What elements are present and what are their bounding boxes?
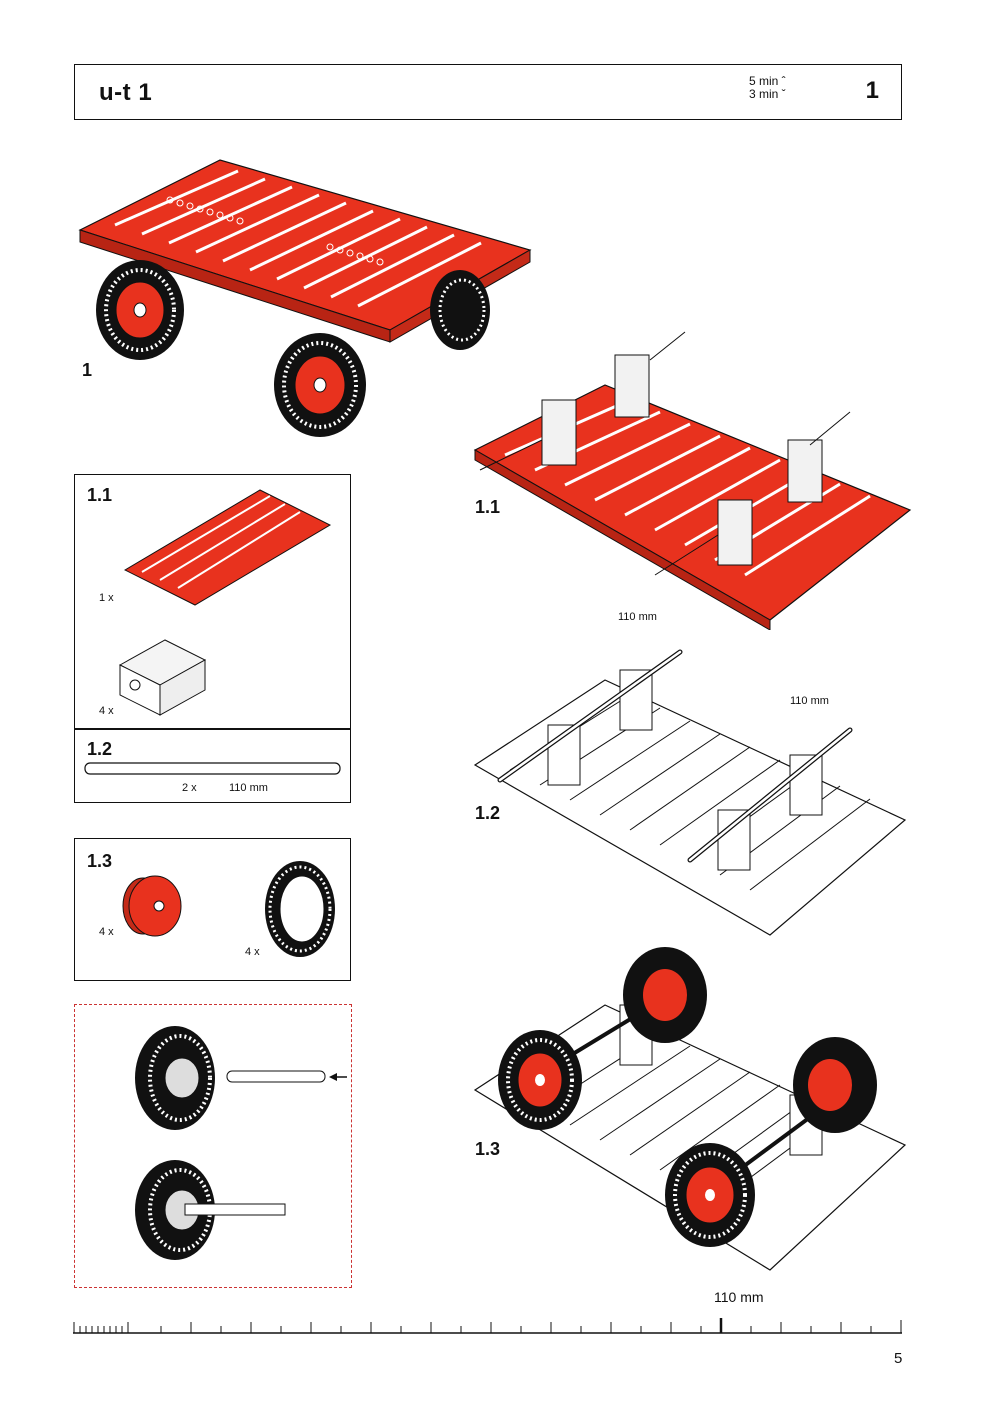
axle1-length: 110 mm (618, 611, 657, 623)
block-part (118, 639, 207, 716)
build-times: 5 min ˆ 3 min ˇ (749, 75, 786, 101)
axle-part (84, 762, 341, 775)
model-title: u-t 1 (99, 79, 153, 106)
time-down: 3 min ˇ (749, 87, 786, 101)
model-number: 1 (865, 77, 879, 104)
step-1-2-label: 1.2 (475, 803, 501, 823)
axle-part-length: 110 mm (229, 782, 268, 794)
measurement-ruler (73, 1318, 902, 1334)
mounting-detail-box (74, 1004, 352, 1288)
step-1-2-illustration (473, 649, 907, 936)
step-1-1-illustration (473, 331, 912, 630)
parts-1-1-label: 1.1 (87, 485, 113, 505)
tire-part (265, 861, 335, 957)
parts-1-2-label: 1.2 (87, 739, 113, 759)
wheel-2 (498, 1030, 582, 1130)
axle-qty: 2 x (182, 782, 197, 794)
parts-1-3-label: 1.3 (87, 851, 113, 871)
step-1-label: 1 (82, 360, 93, 380)
mounting-diagram (135, 1026, 347, 1260)
hub-qty: 4 x (99, 926, 114, 938)
axle2-length: 110 mm (790, 695, 829, 707)
wheel-4 (665, 1143, 755, 1247)
wheel-1 (623, 947, 707, 1043)
block-qty: 4 x (99, 705, 114, 717)
wheel-mount-before (135, 1026, 215, 1130)
step-1-3-label: 1.3 (475, 1139, 501, 1159)
base-plate-part (123, 489, 332, 606)
base-qty: 1 x (99, 592, 114, 604)
wheel-3 (793, 1037, 877, 1133)
cart-illustration (78, 159, 532, 437)
axle3-length: 110 mm (714, 1289, 764, 1305)
hub-part (122, 875, 182, 937)
parts-box-1-1: 1.1 1 x 4 x (74, 474, 351, 730)
tire-qty: 4 x (245, 946, 260, 958)
step-1-1-label: 1.1 (475, 497, 501, 517)
step-1-3-illustration (473, 947, 907, 1271)
time-up: 5 min ˆ (749, 74, 786, 88)
header-bar: u-t 1 5 min ˆ 3 min ˇ 1 (74, 64, 902, 120)
page-number: 5 (894, 1350, 903, 1367)
platform (78, 159, 532, 343)
wheel-rear-left (96, 260, 184, 360)
wheel-front (274, 333, 366, 437)
wheel-rear-right (430, 270, 490, 350)
wheel-mount-after (135, 1160, 215, 1260)
parts-box-1-3: 1.3 4 x 4 x (74, 838, 351, 981)
parts-box-1-2: 1.2 2 x 110 mm (74, 728, 351, 803)
